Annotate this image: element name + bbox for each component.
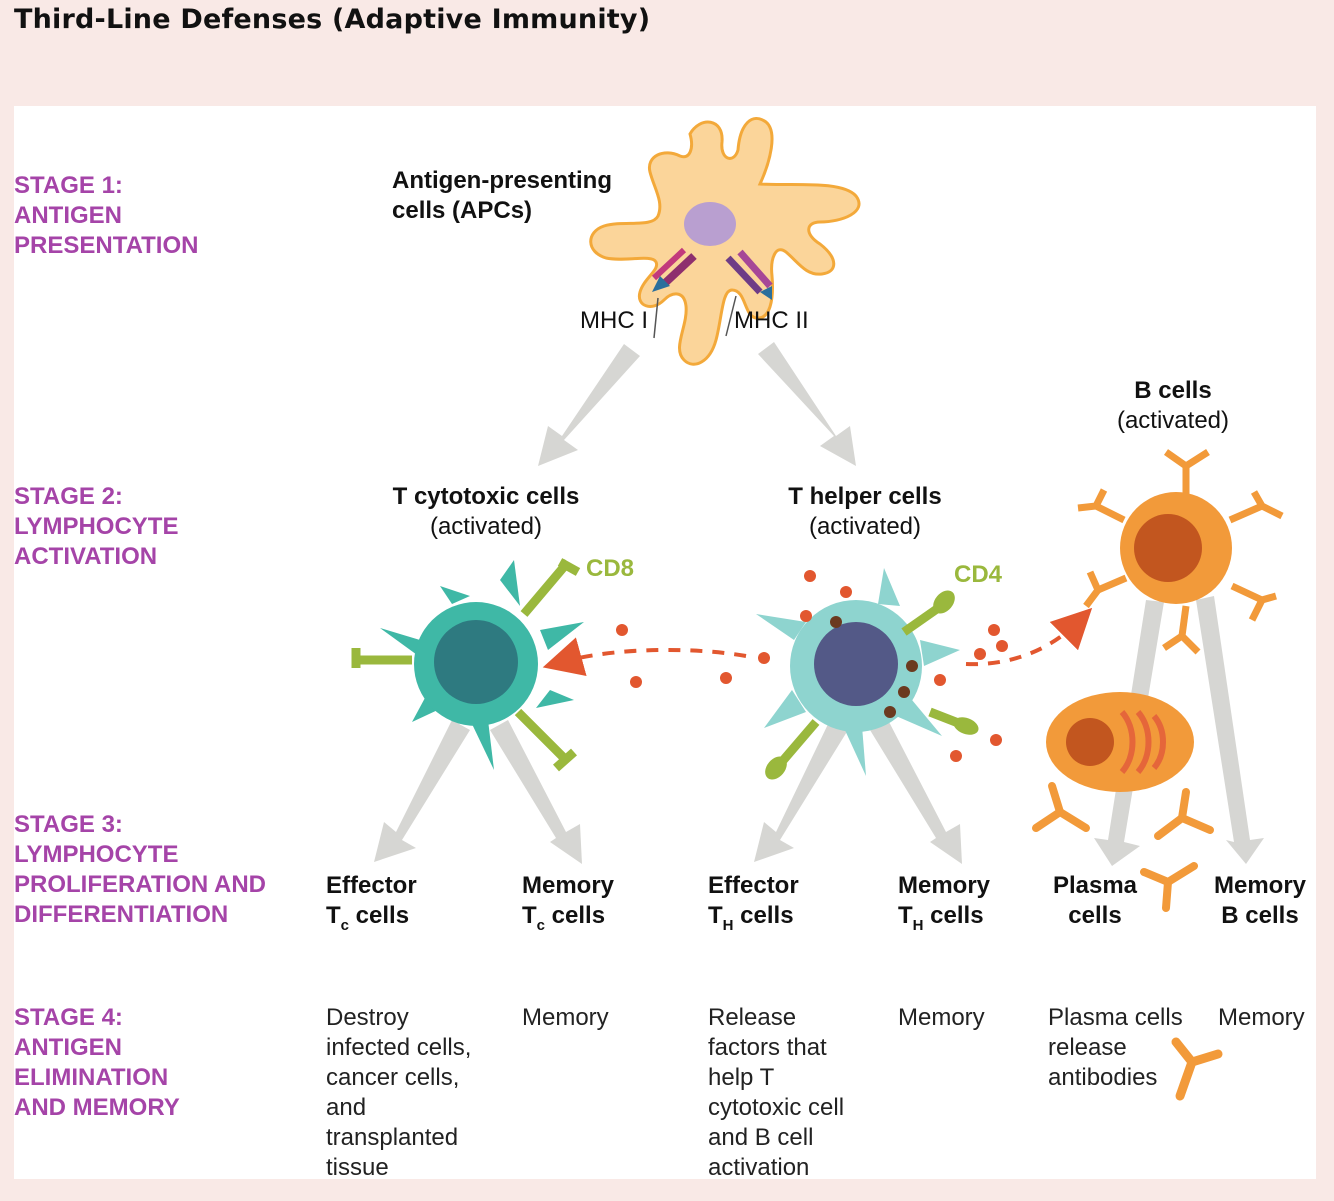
memory-tc-description: Memory: [522, 1004, 609, 1031]
antibodies: [1032, 782, 1214, 912]
thelper-label: T helper cells(activated): [788, 483, 942, 540]
bcells-label: B cells(activated): [1116, 377, 1230, 434]
memory-b-description: Memory: [1218, 1004, 1305, 1031]
helper-to-cytotoxic-arrow: [542, 637, 747, 676]
plasma-cell: [1046, 692, 1194, 792]
page-title: Third-Line Defenses (Adaptive Immunity): [14, 4, 651, 35]
arrow-apc-to-tc: [538, 344, 640, 466]
cytokine-dots: [616, 570, 1008, 762]
th-nucleus: [814, 622, 898, 706]
cd4-label: CD4: [954, 561, 1003, 588]
cd8-label: CD8: [586, 555, 635, 582]
effector-tc-label: Effector Tc cells: [326, 872, 417, 934]
effector-th-label: Effector TH cells: [708, 872, 799, 934]
mhc2-receptor: [725, 249, 773, 300]
arrow-tc-to-effector: [374, 720, 470, 862]
apc-nucleus: [684, 202, 736, 246]
arrow-tc-to-memory: [490, 720, 582, 864]
arrow-apc-to-th: [758, 342, 856, 466]
memory-tc-label: Memory Tc cells: [522, 872, 615, 934]
memory-th-description: Memory: [898, 1004, 985, 1031]
cd8-markers: [351, 558, 581, 772]
b-cell: [1077, 449, 1284, 655]
bcell-nucleus: [1134, 514, 1202, 582]
antibody-icon: [1171, 1037, 1223, 1101]
arrow-th-to-effector: [754, 720, 848, 862]
t-helper-cell: [756, 568, 979, 780]
arrow-th-to-memory: [870, 720, 962, 864]
mhc1-label: MHC I: [580, 307, 648, 334]
tcyto-label: T cytotoxic cells(activated): [392, 483, 580, 540]
t-cytotoxic-cell: [351, 558, 584, 772]
mhc1-receptor: [651, 247, 697, 292]
tc-nucleus: [434, 620, 518, 704]
arrow-b-to-memoryb: [1196, 596, 1264, 864]
mhc2-label: MHC II: [734, 307, 809, 334]
memory-th-label: Memory TH cells: [898, 872, 991, 934]
th-granules: [830, 616, 918, 718]
